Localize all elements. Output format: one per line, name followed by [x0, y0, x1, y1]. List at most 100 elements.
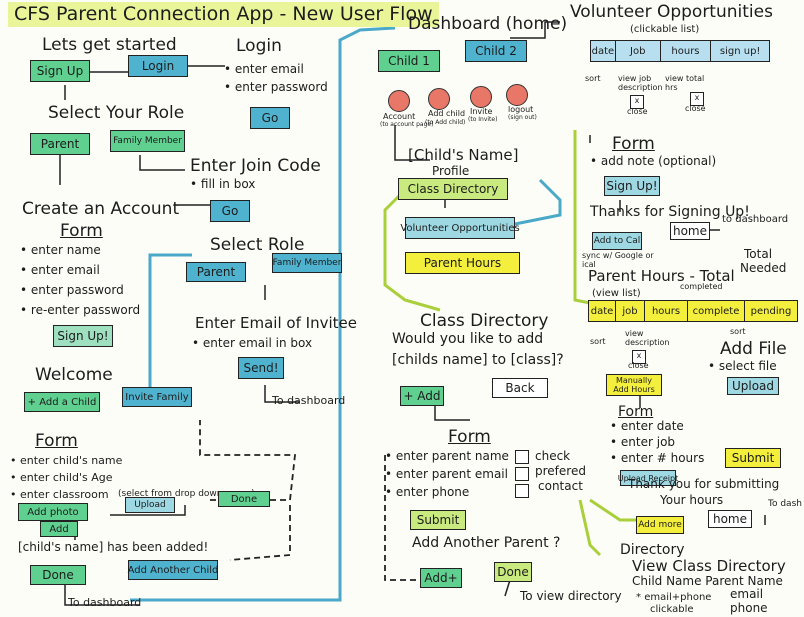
enter-classroom-bullet: • enter classroom [10, 488, 109, 501]
ph-col-job[interactable]: job [616, 301, 645, 321]
child-added-done-button[interactable]: Done [30, 565, 86, 585]
phone-checkbox[interactable] [515, 484, 529, 498]
enter-password-label-2: enter password [30, 283, 124, 297]
enter-parent-email-bullet: • enter parent email [385, 467, 508, 481]
email-checkbox[interactable] [515, 467, 529, 481]
to-view-directory-link[interactable]: To view directory [520, 589, 622, 603]
email-phone-note: * email+phone [636, 592, 712, 603]
volunteer-opportunities-button[interactable]: Volunteer Opportunities [400, 217, 520, 239]
account-sublabel: (to account page) [380, 121, 434, 128]
name-checkbox[interactable] [515, 450, 529, 464]
enter-phone-label: enter phone [395, 485, 470, 499]
parent-hours-heading: Parent Hours - Total [588, 267, 735, 285]
fill-in-box-label: fill in box [200, 177, 256, 191]
directory-add-button[interactable]: + Add [400, 386, 444, 406]
ph-col-pending[interactable]: pending [750, 305, 792, 317]
to-dash-link[interactable]: To dash [768, 499, 802, 509]
ph-col-date[interactable]: date [589, 301, 616, 321]
invite-family-button[interactable]: Invite Family [122, 387, 192, 407]
vol-col-sign-up[interactable]: sign up! [719, 45, 761, 57]
class-directory-button[interactable]: Class Directory [398, 178, 508, 200]
upload-photo-button[interactable]: Upload [125, 497, 175, 513]
fill-in-box-bullet: • fill in box [190, 177, 256, 191]
select-file-bullet: • select file [708, 359, 777, 373]
add-to-calendar-button[interactable]: Add to Cal [592, 232, 642, 250]
volunteer-home-button[interactable]: home [670, 222, 710, 240]
volunteer-opportunities-heading: Volunteer Opportunities [570, 2, 773, 22]
to-dashboard-link-3[interactable]: to dashboard [722, 214, 789, 225]
to-dashboard-link-2[interactable]: To dashboard [68, 596, 142, 609]
to-dashboard-link[interactable]: To dashboard [272, 394, 346, 407]
login-password-bullet: • enter password [224, 80, 328, 94]
enter-email-bullet: • enter email [20, 263, 100, 277]
child-form-done-button[interactable]: Done [218, 491, 270, 507]
sign-up-button[interactable]: Sign Up [30, 60, 90, 82]
enter-password-bullet: • enter password [20, 283, 124, 297]
logout-circle[interactable] [506, 84, 528, 106]
enter-childs-name-label: enter child's name [20, 454, 123, 467]
invite-circle[interactable] [470, 86, 492, 108]
select-your-role-heading: Select Your Role [48, 103, 185, 123]
add-file-heading: Add File [720, 339, 787, 359]
parent-form-done-button[interactable]: Done [494, 562, 532, 582]
vol-col-job[interactable]: Job [616, 41, 661, 61]
parent-role-button[interactable]: Parent [30, 133, 90, 155]
directory-back-button[interactable]: Back [492, 378, 548, 398]
email-phone-label: email+phone [644, 592, 712, 603]
add-photo-button[interactable]: Add photo [18, 503, 88, 521]
add-another-parent-button[interactable]: Add+ [420, 568, 462, 588]
login-button[interactable]: Login [128, 55, 188, 77]
add-a-child-button[interactable]: + Add a Child [24, 392, 100, 412]
vol-col-date[interactable]: date [591, 41, 616, 61]
login-go-button[interactable]: Go [250, 107, 290, 129]
select-file-label: select file [718, 359, 777, 373]
view-class-directory-heading: View Class Directory [632, 557, 786, 575]
parent-hours-button[interactable]: Parent Hours [405, 252, 520, 274]
enter-name-label: enter name [30, 243, 101, 257]
invite-family-member-role-button[interactable]: Family Member [272, 253, 342, 273]
close-description-label: close [628, 361, 649, 370]
child-form-add-button[interactable]: Add [40, 521, 78, 537]
parent-form-submit-button[interactable]: Submit [410, 510, 466, 530]
volunteer-form-heading: Form [612, 134, 655, 154]
close-job-icon[interactable]: x [630, 95, 644, 109]
preferred-label: prefered [535, 464, 586, 478]
ph-col-complete[interactable]: complete [688, 301, 745, 321]
hours-submit-button[interactable]: Submit [725, 448, 781, 468]
account-circle[interactable] [388, 90, 410, 112]
upload-receipt-button[interactable]: Upload Receipt [618, 470, 678, 486]
add-child-circle[interactable] [428, 88, 450, 110]
enter-childs-age-bullet: • enter child's Age [10, 471, 113, 484]
welcome-heading: Welcome [35, 365, 113, 385]
create-account-sign-up-button[interactable]: Sign Up! [53, 325, 113, 347]
enter-join-code-heading: Enter Join Code [190, 156, 321, 176]
enter-date-bullet: • enter date [610, 419, 684, 433]
volunteer-sign-up-button[interactable]: Sign Up! [604, 176, 660, 196]
enter-hours-bullet: • enter # hours [610, 451, 705, 465]
add-another-child-button[interactable]: Add Another Child [128, 560, 218, 580]
join-code-go-button[interactable]: Go [210, 200, 250, 222]
family-member-role-button[interactable]: Family Member [110, 130, 185, 152]
add-note-bullet: • add note (optional) [590, 154, 717, 168]
child-2-tab[interactable]: Child 2 [465, 40, 527, 62]
add-more-button[interactable]: Add more [636, 516, 684, 534]
clickable-note: clickable [650, 604, 694, 615]
child-1-tab[interactable]: Child 1 [378, 50, 440, 72]
total-needed-label-2: Needed [740, 261, 787, 275]
child-profile-heading: [Child's Name] [408, 146, 519, 164]
close-description-icon[interactable]: x [632, 350, 646, 364]
ph-sort-label: sort [590, 337, 606, 346]
hours-home-button[interactable]: home [708, 510, 752, 528]
vol-col-hours[interactable]: hours [661, 41, 712, 61]
upload-file-button[interactable]: Upload [727, 377, 779, 395]
reenter-password-label: re-enter password [30, 303, 141, 317]
invite-parent-role-button[interactable]: Parent [186, 262, 246, 282]
view-total-hrs-label: view total hrs [665, 74, 705, 92]
manually-add-hours-button[interactable]: Manually Add Hours [606, 374, 662, 396]
close-hrs-icon[interactable]: x [690, 92, 704, 106]
enter-childs-age-label: enter child's Age [20, 471, 113, 484]
class-directory-heading: Class Directory [420, 311, 549, 331]
thank-you-text-1: Thank you for submitting [628, 477, 780, 491]
ph-col-hours[interactable]: hours [645, 301, 688, 321]
send-invite-button[interactable]: Send! [238, 357, 284, 379]
